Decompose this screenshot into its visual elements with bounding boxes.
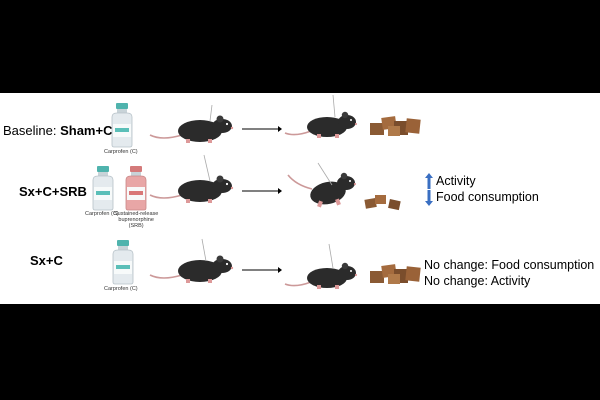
- carprofen-caption: Carprofen (C): [85, 211, 119, 217]
- row-label-sx-c: Sx+C: [30, 253, 63, 268]
- buprenorphine-caption: Sustained-release buprenorphine (SRB): [114, 211, 159, 229]
- arrow-right: [242, 126, 282, 132]
- row-label-sx-c-srb: Sx+C+SRB: [19, 184, 87, 199]
- outcome-food-consumption: Food consumption: [436, 190, 539, 204]
- mouse-with-catheter: [148, 238, 238, 285]
- mouse-with-catheter: [148, 154, 238, 205]
- mouse-with-catheter: [284, 94, 365, 139]
- down-arrow-icon: [425, 190, 433, 206]
- up-arrow-icon: [425, 173, 433, 189]
- arrow-right: [242, 188, 282, 194]
- carprofen-caption: Carprofen (C): [104, 149, 138, 155]
- food-pellets-small: [363, 191, 405, 211]
- mouse-with-catheter: [284, 243, 365, 290]
- carprofen-vial: [110, 240, 136, 285]
- outcome-no-change-activity: No change: Activity: [424, 274, 531, 288]
- carprofen-caption: Carprofen (C): [104, 286, 138, 292]
- food-pellets: [368, 113, 424, 137]
- outcome-activity: Activity: [436, 174, 476, 188]
- mouse-with-catheter: [148, 104, 238, 145]
- outcome-no-change-food: No change: Food consumption: [424, 258, 595, 272]
- food-pellets: [368, 261, 424, 285]
- arrow-right: [242, 267, 282, 273]
- buprenorphine-vial: [123, 166, 149, 211]
- row-label-baseline: Baseline: Sham+C: [3, 123, 113, 138]
- carprofen-vial: [90, 166, 116, 211]
- active-mouse: [287, 162, 368, 211]
- figure-panel: Baseline: Sham+C Carprofen (C): [0, 93, 600, 304]
- carprofen-vial: [109, 103, 135, 148]
